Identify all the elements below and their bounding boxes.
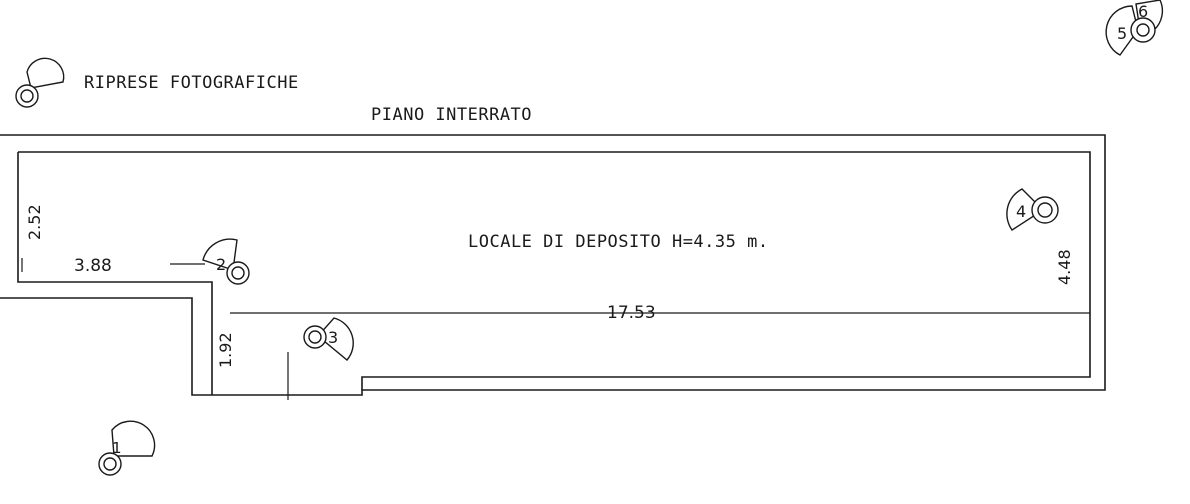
dim-left-height: 2.52: [25, 204, 44, 240]
camera-5-6-icon: 5 6: [1105, 0, 1164, 56]
dim-room-length: 17.53: [607, 303, 656, 323]
camera-5-number: 5: [1117, 24, 1127, 43]
dim-left-width: 3.88: [74, 256, 112, 276]
camera-1-icon: 1: [98, 420, 156, 476]
legend-label: RIPRESE FOTOGRAFICHE: [84, 73, 299, 93]
outer-wall: [0, 134, 1106, 396]
dim-corridor-height: 1.92: [216, 332, 235, 368]
camera-4-icon: 4: [1006, 188, 1059, 231]
camera-icon-legend: [15, 57, 65, 108]
camera-3-number: 3: [328, 328, 338, 347]
camera-2-icon: 2: [202, 238, 250, 285]
camera-2-number: 2: [216, 255, 226, 274]
room-label: LOCALE DI DEPOSITO H=4.35 m.: [468, 232, 769, 252]
camera-3-icon: 3: [303, 317, 354, 361]
camera-6-number: 6: [1138, 2, 1148, 21]
camera-4-number: 4: [1016, 202, 1026, 221]
dim-right-height: 4.48: [1055, 249, 1074, 285]
inner-wall: [17, 151, 1091, 395]
camera-1-number: 1: [112, 439, 122, 457]
floor-title: PIANO INTERRATO: [371, 105, 532, 125]
